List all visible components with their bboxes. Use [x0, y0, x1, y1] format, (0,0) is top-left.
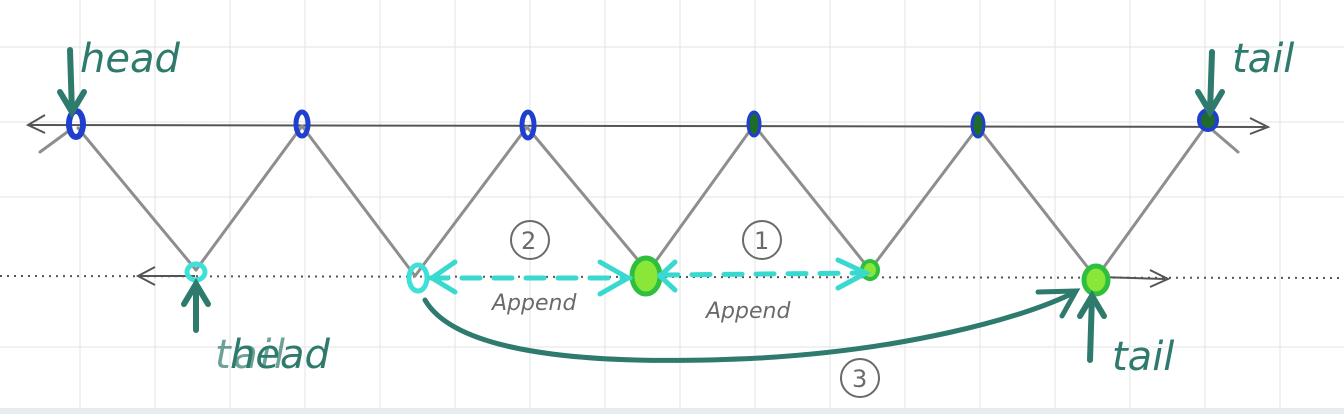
node-top-3 [519, 109, 537, 141]
node-bottom-1 [184, 261, 208, 283]
top-tail-arrow [1207, 49, 1215, 115]
node-bottom-2 [406, 262, 430, 294]
top-list-line [25, 114, 1271, 135]
step-1: 1 Append [704, 220, 791, 324]
append-arrows [427, 270, 868, 281]
bottom-head-label: head [230, 332, 330, 378]
bottom-nodes [184, 255, 1111, 297]
append-arrowheads [427, 257, 872, 297]
bottom-tail-label: tail [1112, 334, 1174, 380]
step-2-number: 2 [521, 227, 536, 255]
step-1-text: Append [704, 299, 791, 324]
pointer-arrows [57, 47, 1225, 363]
bottom-tail-arrow [1087, 293, 1095, 363]
zigzag-links [38, 121, 1240, 280]
node-bottom-5 [1081, 263, 1111, 297]
bottom-head-scribble: tail [215, 332, 285, 378]
step-1-number: 1 [754, 227, 769, 255]
step-3: 3 [840, 358, 880, 398]
step-3-arrow [422, 288, 1081, 363]
node-bottom-3 [629, 255, 663, 297]
top-nodes [66, 108, 1219, 141]
top-head-label: head [80, 36, 180, 82]
top-tail-label: tail [1232, 36, 1294, 82]
bottom-border [0, 408, 1344, 414]
node-top-2 [293, 109, 311, 139]
top-head-arrow [67, 47, 75, 115]
append-arrow-1 [657, 270, 868, 278]
node-top-4 [746, 110, 762, 138]
node-top-5 [970, 111, 986, 139]
step-2-text: Append [490, 291, 577, 316]
step-3-number: 3 [852, 365, 867, 393]
step-2: 2 Append [490, 220, 577, 316]
